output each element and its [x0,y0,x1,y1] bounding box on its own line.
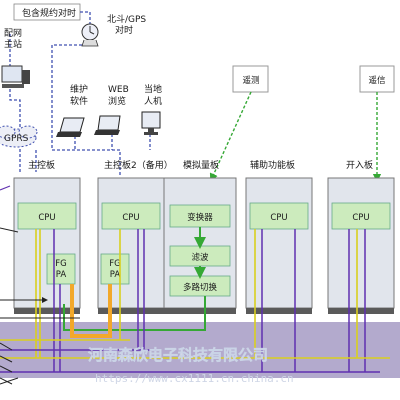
remote-measure-box [232,65,269,93]
pc-label-hmi: 当地人机 [144,83,162,107]
black-signal-lines [0,297,80,385]
aux-function-board [245,177,313,309]
cpu-input-label: CPU [352,213,369,223]
mux-label: 多路切换 [183,282,218,293]
orange-fpga-link [70,284,112,338]
green-signal-loop [63,296,206,331]
remote-comm-label: 遥信 [368,75,386,86]
purple-horizontal-buses [0,349,380,373]
cpu-main-label: CPU [38,213,55,223]
fpga-main2 [100,253,130,285]
filter-label: 滤波 [191,252,209,263]
master-station-icon [1,65,30,88]
cpu-main2-label: CPU [122,213,139,223]
input-board [327,177,395,309]
board-title-main: 主控板 [28,159,55,171]
cpu-main [17,202,77,230]
local-hmi-monitor-icon [141,111,161,135]
gprs-cloud-icon [0,125,38,148]
board-title-main2: 主控板2（备用） [104,159,173,171]
remote-measure-arrow [209,91,252,182]
fpga-main [46,253,76,285]
cpu-main2 [101,202,161,230]
converter-label: 变换器 [187,212,213,223]
watermark-company: 河南森欣电子科技有限公司 [88,346,268,364]
cpu-aux-label: CPU [270,213,287,223]
web-laptop-icon [94,115,121,135]
board-connectors [14,308,394,314]
board-title-aux: 辅助功能板 [250,159,295,171]
remote-comm-box [359,65,395,93]
yellow-buses [0,229,390,359]
maintenance-laptop-icon [56,117,85,137]
remote-measure-label: 遥测 [242,75,259,86]
gps-clock-icon [81,23,99,47]
purple-link-left [0,185,11,191]
network-to-cpu-link [0,227,19,233]
main-board-2 [97,177,165,309]
pc-label-maintenance: 维护软件 [70,83,88,107]
cpu-input [331,202,391,230]
watermark-url: https://www.cx1111.cn.china.cn [95,372,294,385]
board-title-input: 开入板 [346,159,373,171]
top-note-label: 包含规约对时 [22,7,76,19]
gprs-label: GPRS [4,134,29,144]
board-title-analog: 模拟量板 [183,159,219,171]
master-station-label: 配网主站 [4,28,22,50]
cpu-aux [249,202,309,230]
